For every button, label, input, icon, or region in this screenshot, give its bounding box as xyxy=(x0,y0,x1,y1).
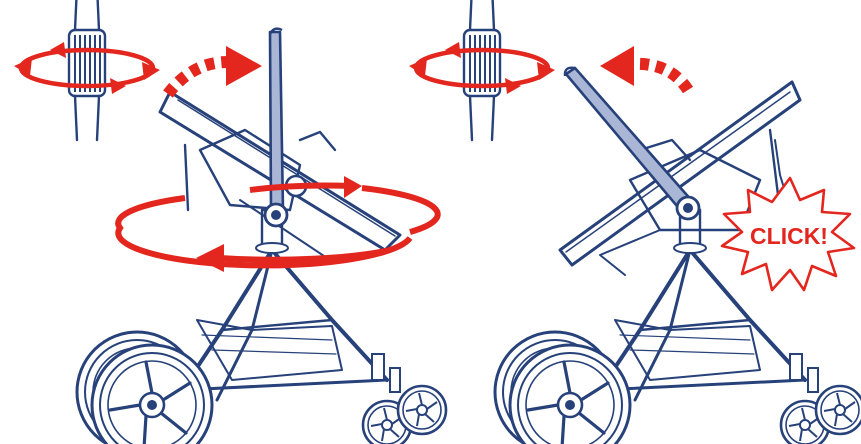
click-label: CLICK! xyxy=(750,223,828,249)
collar-rotate-arrow-right xyxy=(409,42,555,94)
swing-forward-arrow xyxy=(163,46,262,98)
right-panel: CLICK! xyxy=(409,0,861,444)
seat-rotate-arrow xyxy=(115,176,441,272)
handle-collar-right xyxy=(462,0,502,142)
left-panel xyxy=(14,0,446,444)
swing-back-arrow xyxy=(600,46,694,94)
handlebar-right xyxy=(563,66,701,221)
collar-rotate-arrow-left xyxy=(14,42,160,94)
click-callout: CLICK! xyxy=(720,176,856,292)
handlebar-left xyxy=(263,27,289,228)
handle-collar-left xyxy=(67,0,107,142)
